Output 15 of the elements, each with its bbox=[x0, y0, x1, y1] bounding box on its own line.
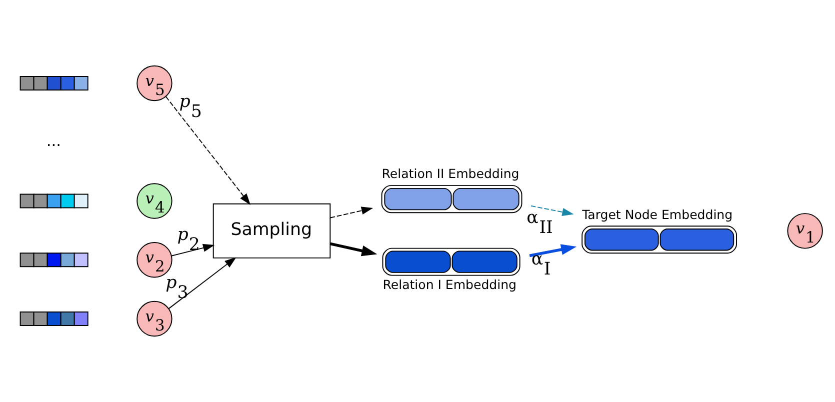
label: ... bbox=[46, 132, 62, 150]
arrow bbox=[330, 242, 378, 256]
node-box bbox=[382, 248, 520, 276]
node-box bbox=[381, 185, 522, 214]
node-label: Relation II Embedding bbox=[382, 166, 520, 182]
arrow bbox=[165, 96, 250, 205]
arrow bbox=[330, 206, 374, 218]
arrow bbox=[529, 244, 577, 258]
node-box bbox=[582, 226, 737, 254]
arrow bbox=[170, 244, 215, 256]
arrow bbox=[530, 205, 574, 216]
node-label: Target Node Embedding bbox=[582, 206, 733, 222]
node-label: Relation I Embedding bbox=[382, 277, 517, 292]
node-box: Sampling bbox=[212, 203, 331, 258]
arrow bbox=[168, 257, 236, 310]
